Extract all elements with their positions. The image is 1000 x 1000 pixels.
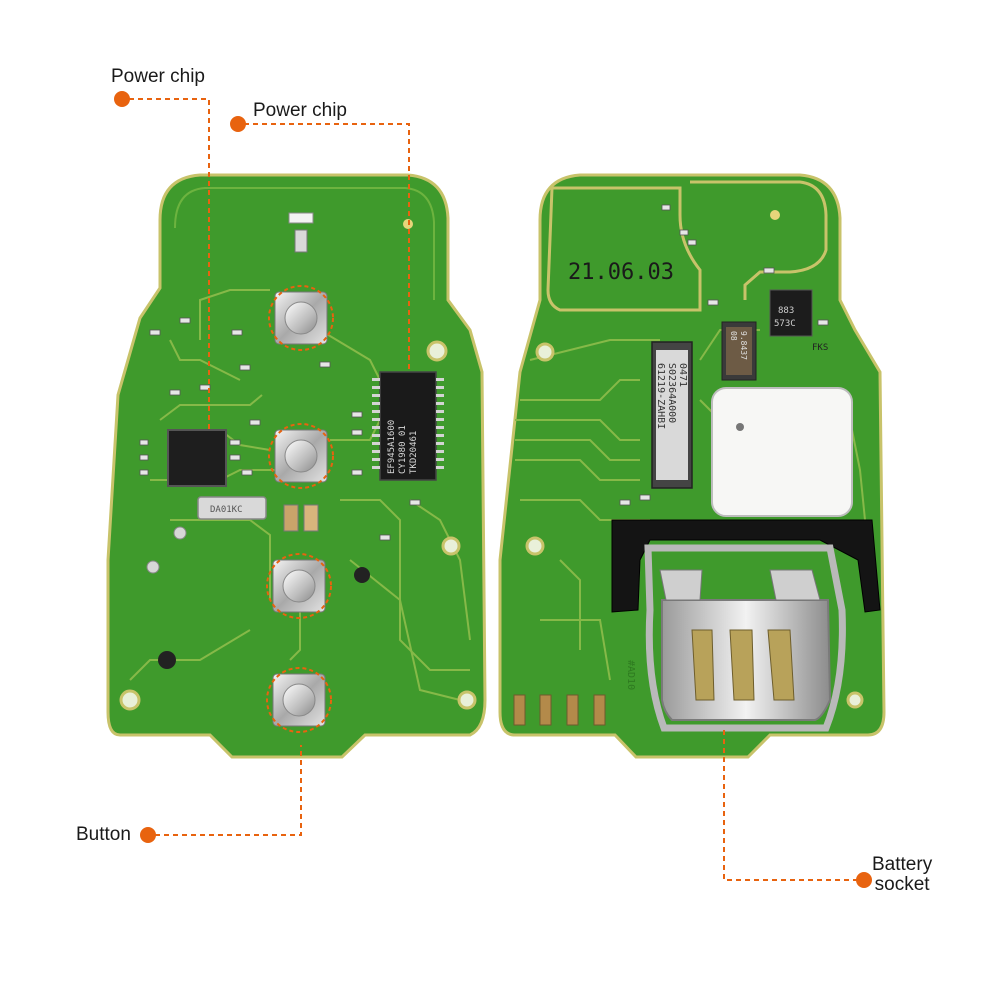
small-chip-marking-2: 573C <box>774 319 796 329</box>
button-2 <box>274 429 328 483</box>
callout-dot-battery-socket <box>856 872 872 888</box>
battery-holder <box>611 519 881 732</box>
left-board-holes <box>119 219 477 711</box>
callout-dot-button <box>140 827 156 843</box>
smd-components <box>139 317 421 541</box>
callout-label-battery-socket: Battery socket <box>872 855 932 895</box>
callout-line-button <box>155 745 302 836</box>
button-1 <box>274 291 328 345</box>
callout-label-power-chip-1: Power chip <box>111 66 205 87</box>
filter-marking-3: 61219-ZAHBI <box>655 363 666 429</box>
filter-marking-2: S02364A000 <box>666 363 677 423</box>
callout-label-power-chip-2: Power chip <box>253 100 347 121</box>
crystal-marking: DA01KC <box>210 505 243 515</box>
rf-module <box>711 387 853 517</box>
callout-dots <box>114 91 872 888</box>
callout-label-button: Button <box>76 824 131 845</box>
small-chip-marking-1: 883 <box>778 306 794 316</box>
ic-marking-1: EF945A1600 <box>387 420 397 474</box>
power-chip-2: EF945A1600 CY1980 01 TKD20461 <box>372 371 444 481</box>
crystal: DA01KC <box>197 496 267 520</box>
callout-line-battery-socket <box>723 730 858 881</box>
callout-dot-power-chip-1 <box>114 91 130 107</box>
edge-marking: FKS <box>812 343 828 353</box>
small-chip: 883 573C <box>769 289 813 337</box>
callout-label-battery-line1: Battery <box>872 854 933 875</box>
right-board-traces <box>515 329 866 681</box>
button-3 <box>272 559 326 613</box>
inductor: 9.8437 08 <box>721 321 757 381</box>
inductor-marking-2: 08 <box>729 331 738 341</box>
callout-lines <box>129 98 858 881</box>
left-board: EF945A1600 CY1980 01 TKD20461 DA01KC <box>106 173 487 759</box>
button-4 <box>272 673 326 727</box>
ic-marking-2: CY1980 01 <box>398 425 408 474</box>
callout-label-battery-line2: socket <box>874 874 930 895</box>
inductor-marking-1: 9.8437 <box>739 331 748 360</box>
right-board: 21.06.03 0471 S02364A000 612 <box>498 173 886 759</box>
callout-line-power-chip-2 <box>244 123 410 372</box>
power-chip-1 <box>167 429 227 487</box>
callout-dot-power-chip-2 <box>230 116 246 132</box>
filter-marking-1: 0471 <box>677 363 688 387</box>
bottom-pads <box>513 694 606 726</box>
ic-marking-3: TKD20461 <box>409 431 419 474</box>
led <box>288 212 314 224</box>
saw-filter: 0471 S02364A000 61219-ZAHBI <box>651 341 693 489</box>
antenna-pad <box>546 186 702 312</box>
side-marking: #AD10 <box>625 660 636 690</box>
date-code: 21.06.03 <box>568 260 674 285</box>
left-board-inner-edge <box>174 187 435 300</box>
